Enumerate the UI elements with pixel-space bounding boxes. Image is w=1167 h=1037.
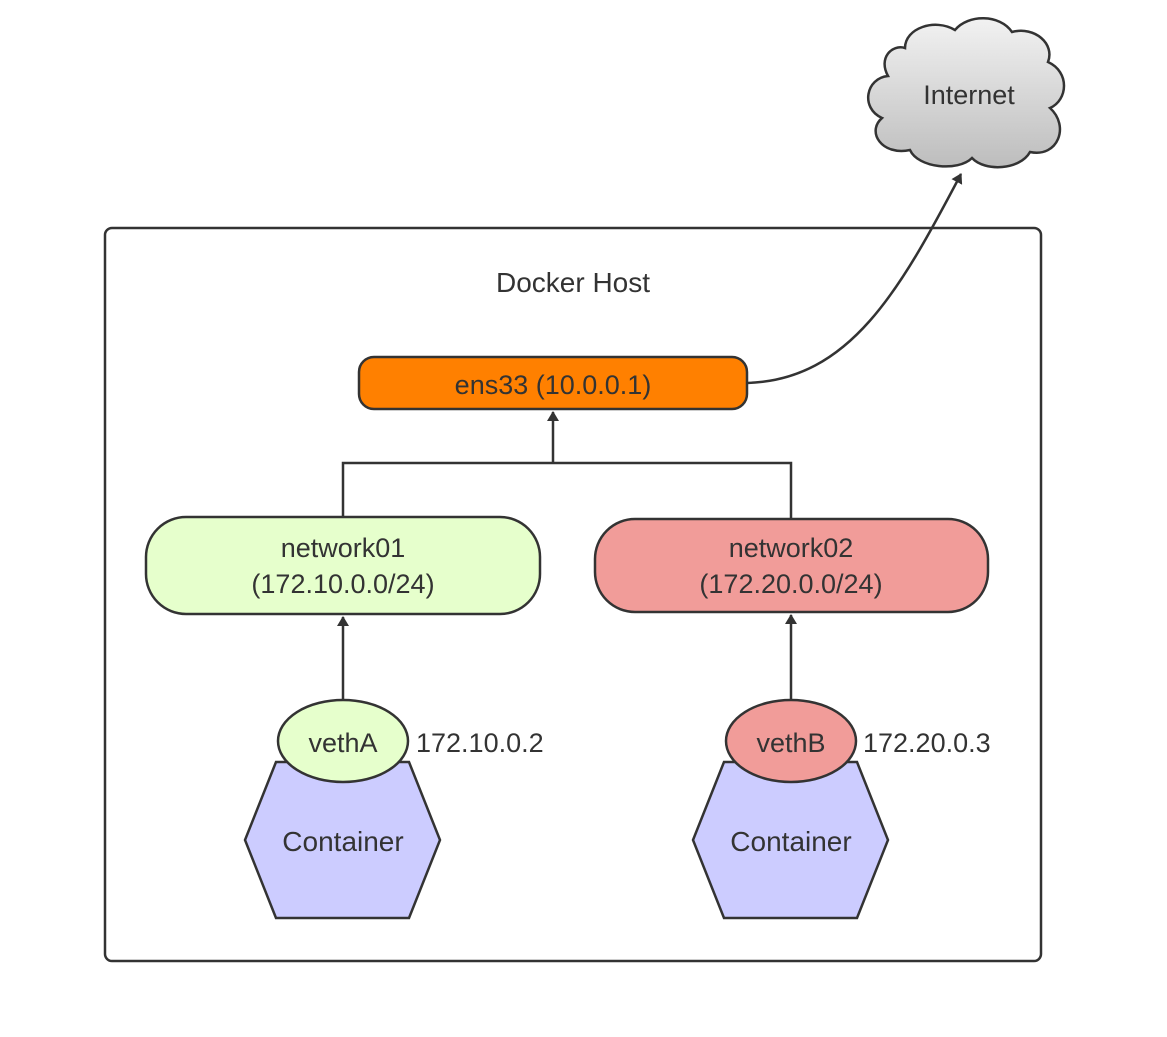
vethA-label: vethA xyxy=(308,728,377,758)
network02-name: network02 xyxy=(729,533,854,563)
network01-bridge: network01 (172.10.0.0/24) xyxy=(144,515,542,616)
ens33-label: ens33 (10.0.0.1) xyxy=(455,370,652,400)
container-right: Container xyxy=(691,760,890,920)
internet-label: Internet xyxy=(923,80,1015,110)
vethA-interface: vethA xyxy=(276,698,410,784)
docker-host-label: Docker Host xyxy=(496,267,650,298)
network01-name: network01 xyxy=(281,533,406,563)
container-left: Container xyxy=(243,760,442,920)
ens33-to-internet-connector xyxy=(746,173,963,385)
vethB-ip: 172.20.0.3 xyxy=(863,728,991,758)
container-right-label: Container xyxy=(730,826,851,857)
networks-to-ens33-connector xyxy=(341,461,793,519)
internet-cloud: Internet xyxy=(866,17,1066,169)
ens33-interface: ens33 (10.0.0.1) xyxy=(357,355,749,411)
vethA-ip: 172.10.0.2 xyxy=(416,728,544,758)
cloud-icon xyxy=(866,17,1066,169)
vethB-label: vethB xyxy=(756,728,825,758)
network02-subnet: (172.20.0.0/24) xyxy=(699,569,882,599)
container-left-label: Container xyxy=(282,826,403,857)
vethB-interface: vethB xyxy=(724,698,858,784)
network02-bridge: network02 (172.20.0.0/24) xyxy=(593,517,990,614)
network01-subnet: (172.10.0.0/24) xyxy=(251,569,434,599)
